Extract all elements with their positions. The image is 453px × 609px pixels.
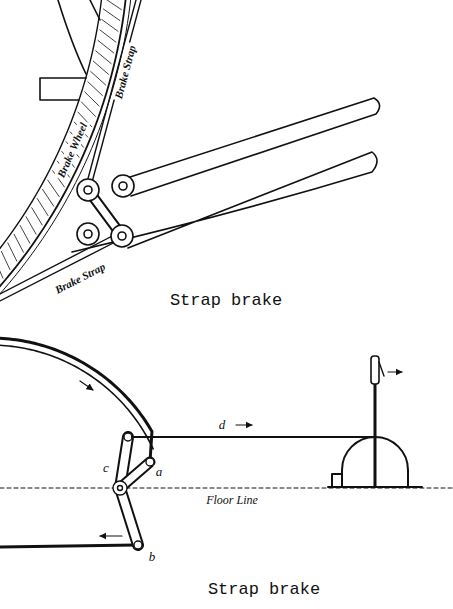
rim-hatching (26, 217, 36, 234)
rim-hatching (81, 102, 95, 116)
brake-wheel-rim (0, 0, 104, 284)
rim-hatching (93, 61, 108, 74)
brake-strap (0, 545, 136, 547)
rim-hatching (103, 9, 120, 21)
wheel-spoke (58, 0, 100, 74)
rim-hatching (0, 0, 125, 303)
pull-rod (132, 436, 373, 438)
direction-arrow (388, 371, 402, 372)
rim-hatching (88, 82, 103, 96)
brake-wheel-rim (0, 0, 128, 301)
rim-hatching (14, 234, 23, 252)
brake-wheel-rim (0, 0, 133, 304)
rim-hatching (20, 226, 30, 244)
rim-hatching (8, 243, 17, 261)
callout-letter: c (101, 461, 111, 475)
brake-wheel-rim (0, 0, 133, 304)
rim-hatching (43, 189, 54, 206)
direction-arrow (100, 535, 122, 536)
rim-hatching (37, 199, 48, 216)
direction-arrow (80, 381, 93, 390)
rim-hatching (1, 251, 10, 269)
reference-line-label: Floor Line (204, 494, 260, 507)
rim-hatching (91, 71, 106, 85)
part-label: Brake Strap (112, 42, 139, 102)
pin (77, 175, 134, 247)
rim-hatching (48, 180, 59, 197)
callout-letter: d (217, 418, 228, 432)
pin (113, 433, 154, 549)
callout-letter: a (154, 465, 165, 479)
rim-hatching (85, 92, 99, 106)
hand-lever (374, 382, 377, 486)
rim-hatching (0, 260, 3, 278)
brake-strap (0, 232, 123, 301)
rim-hatching (96, 51, 111, 64)
brake-strap (86, 0, 141, 186)
callout-letter: b (147, 550, 158, 564)
rim-hatching (105, 0, 122, 10)
wheel-spoke (40, 78, 86, 100)
figure-caption: Strap brake (206, 581, 322, 600)
figure-caption: Strap brake (168, 292, 284, 311)
rim-hatching (100, 30, 116, 42)
rim-hatching (98, 40, 114, 53)
part-label: Brake Strap (51, 259, 109, 296)
direction-arrow (236, 424, 252, 425)
rim-hatching (102, 19, 118, 31)
hand-lever (127, 98, 380, 196)
rim-hatching (32, 208, 42, 225)
fixed-bracket (72, 152, 377, 252)
lever-grip (371, 356, 379, 384)
lever-latch (379, 362, 384, 376)
